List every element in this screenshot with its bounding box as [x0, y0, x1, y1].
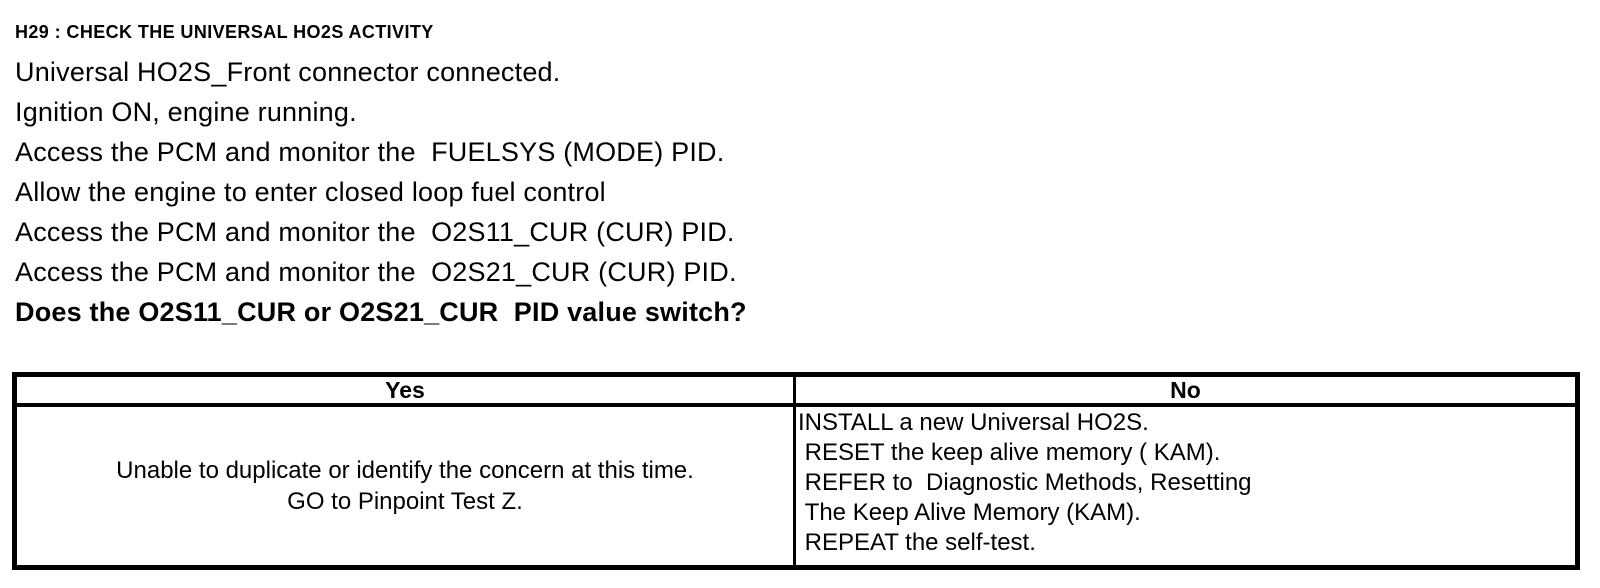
action-line: Unable to duplicate or identify the conc… [116, 457, 694, 484]
no-action-cell: INSTALL a new Universal HO2S. RESET the … [796, 407, 1575, 565]
page-title: H29 : CHECK THE UNIVERSAL HO2S ACTIVITY [15, 21, 434, 42]
procedure-block: H29 : CHECK THE UNIVERSAL HO2S ACTIVITY … [15, 12, 1115, 332]
no-column-header: No [796, 377, 1575, 407]
yes-action-cell: Unable to duplicate or identify the conc… [17, 407, 796, 565]
action-line: RESET the keep alive memory ( KAM). [798, 439, 1221, 466]
action-line: The Keep Alive Memory (KAM). [798, 499, 1141, 526]
action-line: REPEAT the self-test. [798, 529, 1036, 556]
action-line: INSTALL a new Universal HO2S. [798, 409, 1149, 436]
procedure-line: Access the PCM and monitor the O2S21_CUR… [15, 256, 737, 287]
action-line: REFER to Diagnostic Methods, Resetting [798, 469, 1252, 496]
decision-table: Yes No Unable to duplicate or identify t… [12, 372, 1580, 570]
procedure-line: Ignition ON, engine running. [15, 96, 357, 127]
action-line: GO to Pinpoint Test Z. [287, 488, 523, 515]
procedure-line: Access the PCM and monitor the FUELSYS (… [15, 136, 725, 167]
procedure-line: Universal HO2S_Front connector connected… [15, 56, 561, 87]
procedure-line: Allow the engine to enter closed loop fu… [15, 176, 606, 207]
decision-question: Does the O2S11_CUR or O2S21_CUR PID valu… [15, 296, 747, 327]
yes-column-header: Yes [17, 377, 796, 407]
procedure-line: Access the PCM and monitor the O2S11_CUR… [15, 216, 735, 247]
